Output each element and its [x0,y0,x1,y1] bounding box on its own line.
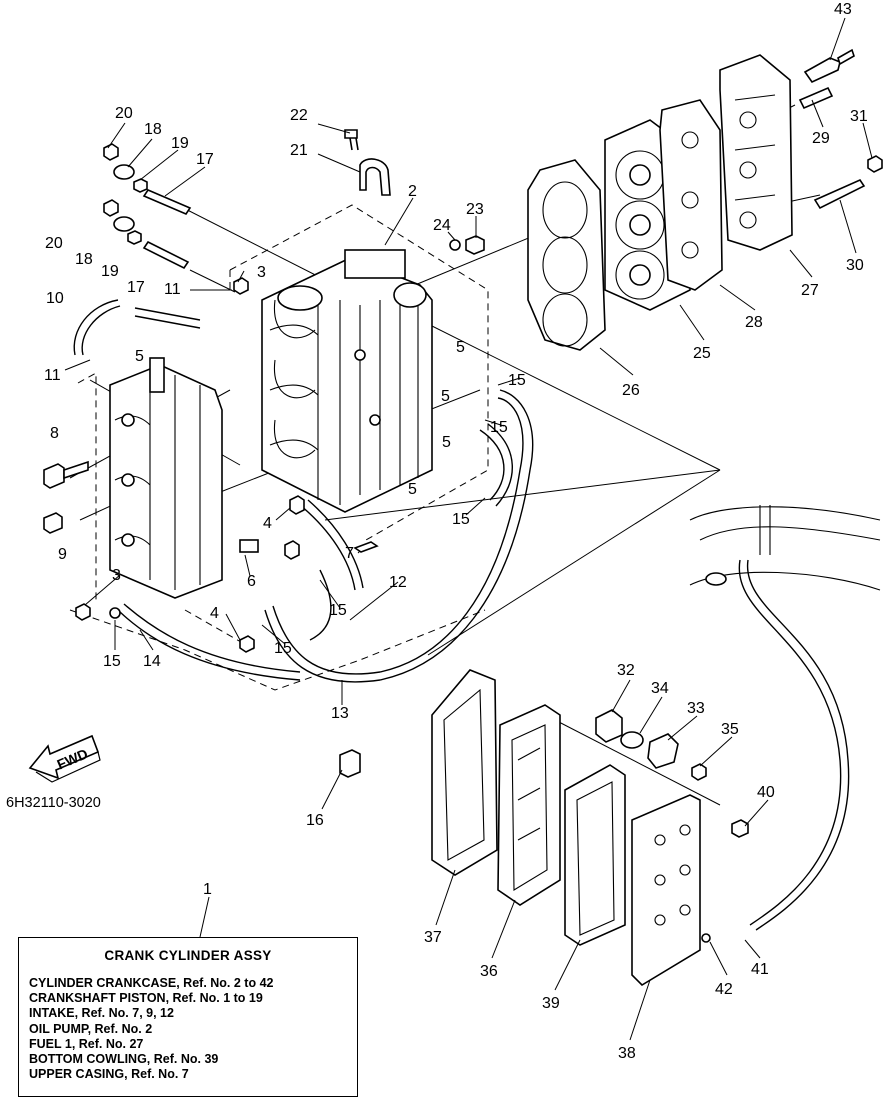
cowling-outline [689,505,881,591]
callout-18b: 18 [75,251,93,268]
callout-18: 18 [144,121,162,138]
callout-17b: 17 [127,279,145,296]
callout-numbers: 43 20 18 19 17 22 21 2 31 29 24 23 20 18… [44,1,868,1062]
callout-33: 33 [687,700,705,717]
legend-box: CRANK CYLINDER ASSY CYLINDER CRANKCASE, … [18,937,358,1097]
callout-21: 21 [290,142,308,159]
head-gasket [527,159,606,351]
callout-4: 4 [263,515,272,532]
callout-20: 20 [115,105,133,122]
callout-15c: 15 [452,511,470,528]
callout-13: 13 [331,705,349,722]
callout-9: 9 [58,546,67,563]
bolt-set-upper [103,143,192,270]
callout-12: 12 [389,574,407,591]
callout-14: 14 [143,653,161,670]
callout-30: 30 [846,257,864,274]
callout-3b: 3 [112,567,121,584]
callout-leaders [64,17,873,1041]
callout-8: 8 [50,425,59,442]
hoses [73,299,850,931]
callout-19: 19 [171,135,189,152]
callout-7: 7 [345,545,354,562]
callout-32: 32 [617,662,635,679]
callout-20b: 20 [45,235,63,252]
exhaust-outer-gasket [564,764,626,946]
callout-34: 34 [651,680,669,697]
legend-line: UPPER CASING, Ref. No. 7 [29,1067,189,1082]
callout-43: 43 [834,1,852,18]
callout-41: 41 [751,961,769,978]
head-cover [719,54,793,251]
legend-list: CYLINDER CRANKCASE, Ref. No. 2 to 42 CRA… [29,976,273,1082]
thermostat-parts [595,709,749,943]
legend-line: OIL PUMP, Ref. No. 2 [29,1021,153,1036]
callout-3: 3 [257,264,266,281]
head-cover-gasket [659,99,723,291]
fwd-arrow-icon: FWD [28,734,101,783]
callout-29: 29 [812,130,830,147]
crankcase-half [109,357,259,599]
dashed-assembly-outline [69,204,489,691]
callout-15d: 15 [329,602,347,619]
drawing-code: 6H32110-3020 [6,795,101,811]
callout-24: 24 [433,217,451,234]
legend-line: INTAKE, Ref. No. 7, 9, 12 [29,1006,174,1021]
callout-27: 27 [801,282,819,299]
callout-22: 22 [290,107,308,124]
spark-plug-and-bolts [798,48,883,210]
callout-5d: 5 [442,434,451,451]
callout-25: 25 [693,345,711,362]
exhaust-outer-cover [631,794,701,987]
legend-line: CYLINDER CRANKCASE, Ref. No. 2 to 42 [29,976,274,990]
callout-42: 42 [715,981,733,998]
callout-15b: 15 [490,419,508,436]
cylinder-crankcase-block [261,249,433,513]
callout-23: 23 [466,201,484,218]
callout-5e: 5 [408,481,417,498]
legend-line: FUEL 1, Ref. No. 27 [29,1036,144,1051]
small-fittings [43,129,485,778]
legend-line: CRANKSHAFT PISTON, Ref. No. 1 to 19 [29,991,263,1006]
callout-11: 11 [164,281,181,298]
callout-26: 26 [622,382,640,399]
callout-4b: 4 [210,605,219,622]
callout-10: 10 [46,290,64,307]
callout-15f: 15 [103,653,121,670]
callout-2: 2 [408,183,417,200]
exhaust-inner-cover [497,704,561,906]
callout-6: 6 [247,573,256,590]
callout-36: 36 [480,963,498,980]
callout-39: 39 [542,995,560,1012]
callout-37: 37 [424,929,442,946]
callout-5b: 5 [456,339,465,356]
exhaust-inner-gasket [431,669,498,876]
callout-31: 31 [850,108,868,125]
callout-19b: 19 [101,263,119,280]
legend-line: BOTTOM COWLING, Ref. No. 39 [29,1052,219,1067]
callout-38: 38 [618,1045,636,1062]
legend-title: CRANK CYLINDER ASSY [104,948,272,963]
callout-40: 40 [757,784,775,801]
callout-5c: 5 [441,388,450,405]
callout-16: 16 [306,812,324,829]
callout-35: 35 [721,721,739,738]
callout-11b: 11 [44,367,61,384]
callout-15e: 15 [274,640,292,657]
callout-15: 15 [508,372,526,389]
callout-17: 17 [196,151,214,168]
callout-1: 1 [203,881,212,898]
callout-28: 28 [745,314,763,331]
callout-5: 5 [135,348,144,365]
